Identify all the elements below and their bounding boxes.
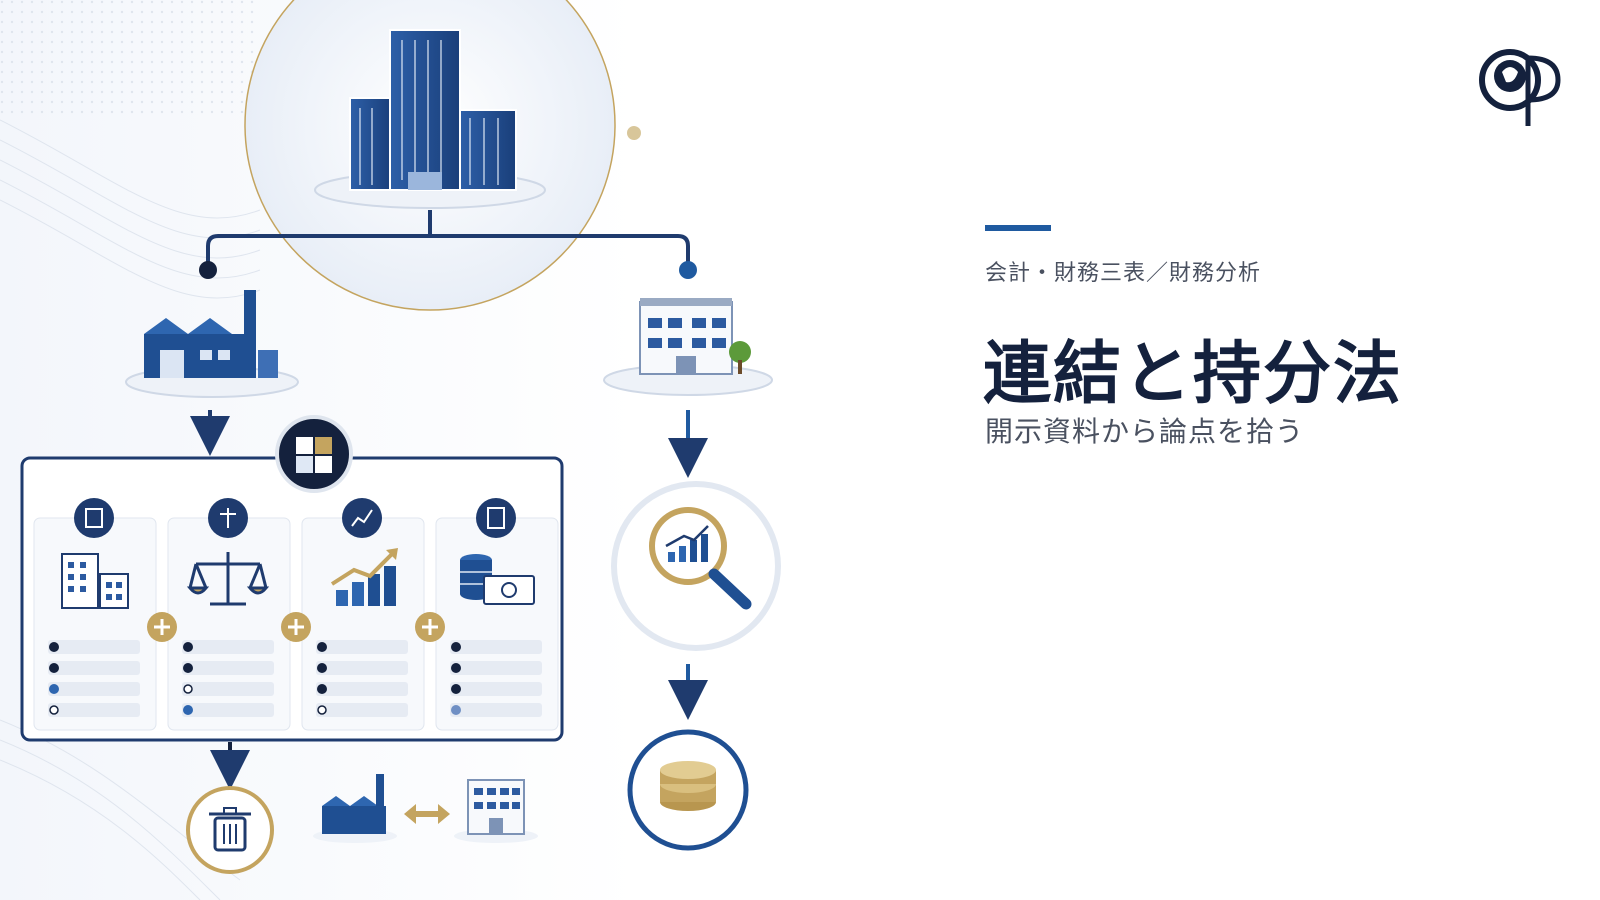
document-badge-icon bbox=[476, 498, 516, 538]
ownership-connector bbox=[206, 210, 690, 268]
intercompany-factory-icon bbox=[313, 774, 397, 843]
list-lines bbox=[48, 640, 140, 717]
two-way-arrow-icon bbox=[404, 804, 450, 824]
scales-icon bbox=[186, 552, 270, 606]
affiliate-node bbox=[679, 261, 697, 279]
puzzle-icon bbox=[275, 415, 353, 493]
parent-company-icon bbox=[314, 29, 546, 209]
column-card-4 bbox=[435, 498, 559, 731]
coins-icon bbox=[627, 729, 749, 851]
page-title: 連結と持分法 bbox=[983, 335, 1404, 414]
cash-coins-icon bbox=[460, 554, 535, 605]
growth-chart-badge-icon bbox=[342, 498, 382, 538]
column-card-2 bbox=[167, 498, 291, 731]
subsidiary-node bbox=[199, 261, 217, 279]
consolidation-columns bbox=[33, 498, 559, 731]
consolidation-diagram bbox=[0, 0, 781, 900]
dot-texture bbox=[0, 0, 260, 120]
list-lines bbox=[316, 640, 408, 717]
page-subtitle: 開示資料から論点を拾う bbox=[985, 415, 1305, 448]
accent-bar bbox=[985, 225, 1051, 231]
column-card-3 bbox=[301, 498, 425, 731]
list-lines bbox=[450, 640, 542, 717]
op-monogram-lion-logo bbox=[1479, 49, 1561, 126]
list-lines bbox=[182, 640, 274, 717]
halo-dot bbox=[627, 126, 641, 140]
column-card-1 bbox=[33, 498, 157, 731]
affiliate-building-icon bbox=[603, 298, 773, 396]
trash-icon bbox=[186, 786, 274, 874]
magnifier-icon bbox=[611, 481, 781, 651]
plus-icon bbox=[147, 612, 177, 642]
factory-icon bbox=[125, 290, 299, 398]
plus-icon bbox=[281, 612, 311, 642]
buildings-icon bbox=[61, 553, 129, 609]
growth-chart-icon bbox=[330, 548, 398, 606]
buildings-badge-icon bbox=[74, 498, 114, 538]
intercompany-building-icon bbox=[454, 779, 538, 843]
category-label: 会計・財務三表／財務分析 bbox=[985, 261, 1262, 286]
plus-icon bbox=[415, 612, 445, 642]
